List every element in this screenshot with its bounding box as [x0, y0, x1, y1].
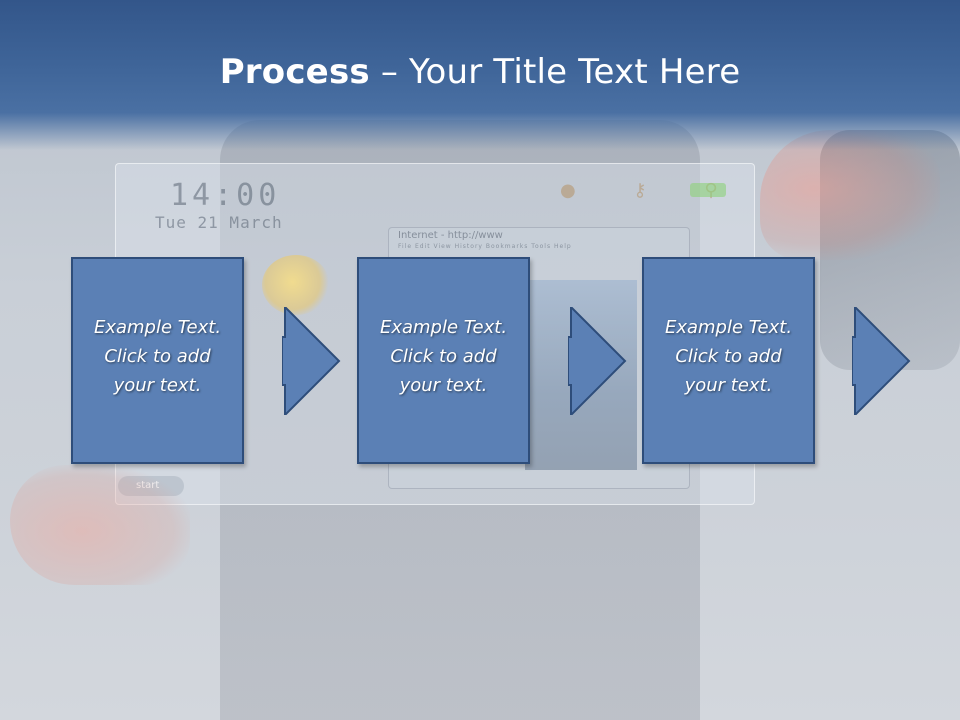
title-bold: Process: [219, 52, 370, 92]
background-date: Tue 21 March: [155, 213, 283, 232]
weather-sun-icon: [262, 255, 330, 315]
battery-icon: [690, 183, 726, 197]
arrow-right-icon: [282, 307, 341, 415]
background-clock: 14:00: [170, 178, 281, 213]
background-browser-menu: File Edit View History Bookmarks Tools H…: [398, 243, 572, 250]
background-status-icons: ● ⚷ ⚲: [560, 180, 744, 201]
background-hand-left: [10, 465, 190, 585]
arrow-right-icon: [852, 307, 911, 415]
process-step-3[interactable]: Example Text. Click to add your text.: [642, 257, 815, 464]
title-rest: – Your Title Text Here: [369, 52, 741, 92]
process-step-1[interactable]: Example Text. Click to add your text.: [71, 257, 244, 464]
process-step-2[interactable]: Example Text. Click to add your text.: [357, 257, 530, 464]
step-3-text[interactable]: Example Text. Click to add your text.: [664, 317, 793, 396]
arrow-right-icon: [568, 307, 627, 415]
slide-title[interactable]: Process – Your Title Text Here: [0, 52, 960, 92]
step-2-text[interactable]: Example Text. Click to add your text.: [379, 317, 508, 396]
background-browser-title: Internet - http://www: [398, 230, 503, 241]
step-1-text[interactable]: Example Text. Click to add your text.: [93, 317, 222, 396]
background-hand-right: [760, 130, 940, 260]
title-band: [0, 0, 960, 150]
